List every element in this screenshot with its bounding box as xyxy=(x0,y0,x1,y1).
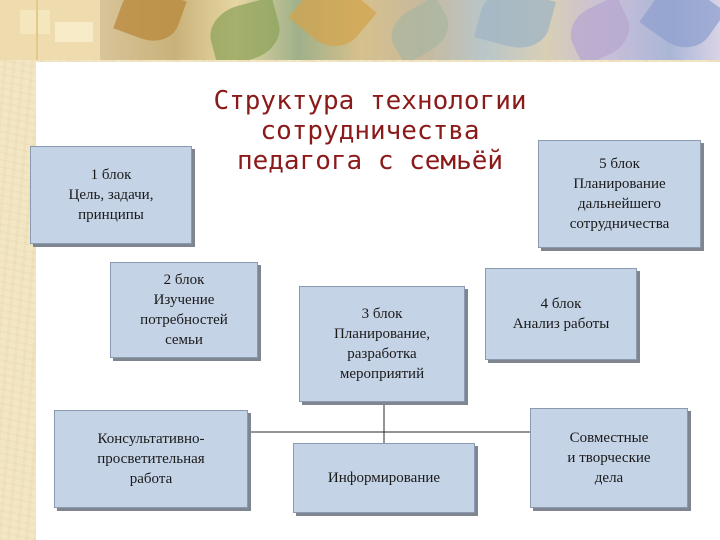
block-text: Анализ работы xyxy=(512,316,610,332)
block-label: 1 блок xyxy=(90,167,132,183)
block-text: сотрудничества xyxy=(569,216,670,232)
activity-text: работа xyxy=(129,471,173,487)
activity-text: Совместные xyxy=(569,430,649,446)
block-3: 3 блок Планирование, разработка мероприя… xyxy=(299,286,465,402)
block-text: Цель, задачи, xyxy=(68,187,154,203)
activity-text: Консультативно- xyxy=(97,431,205,447)
activity-text: и творческие xyxy=(567,450,651,466)
corner-square xyxy=(55,22,93,42)
block-4: 4 блок Анализ работы xyxy=(485,268,637,360)
block-label: 3 блок xyxy=(361,306,403,322)
block-5: 5 блок Планирование дальнейшего сотрудни… xyxy=(538,140,701,248)
block-text: Планирование, xyxy=(333,326,431,342)
activity-text: дела xyxy=(594,470,624,486)
block-text: принципы xyxy=(78,207,144,223)
block-2: 2 блок Изучение потребностей семьи xyxy=(110,262,258,358)
block-text: семьи xyxy=(165,332,203,348)
block-label: 2 блок xyxy=(163,272,205,288)
block-text: Изучение xyxy=(153,292,215,308)
activity-text: просветительная xyxy=(97,451,205,467)
block-text: Планирование xyxy=(573,176,666,192)
corner-decoration xyxy=(0,0,100,60)
title-line: сотрудничества xyxy=(260,116,480,146)
activity-consulting: Консультативно- просветительная работа xyxy=(54,410,248,508)
activity-joint-events: Совместные и творческие дела xyxy=(530,408,688,508)
leaf-banner xyxy=(100,0,720,60)
diagram-title: Структура технологии сотрудничества педа… xyxy=(170,86,570,176)
corner-square xyxy=(20,10,50,34)
block-1: 1 блок Цель, задачи, принципы xyxy=(30,146,192,244)
activity-informing: Информирование xyxy=(293,443,475,513)
block-text: дальнейшего xyxy=(578,196,661,212)
decorative-rule xyxy=(36,0,38,60)
title-line: педагога с семьёй xyxy=(236,146,504,176)
block-label: 5 блок xyxy=(599,156,640,172)
block-label: 4 блок xyxy=(540,296,582,312)
block-text: потребностей xyxy=(140,312,228,328)
block-text: мероприятий xyxy=(339,366,425,382)
title-line: Структура технологии xyxy=(213,86,527,116)
block-text: разработка xyxy=(347,346,417,362)
activity-text: Информирование xyxy=(327,470,441,486)
